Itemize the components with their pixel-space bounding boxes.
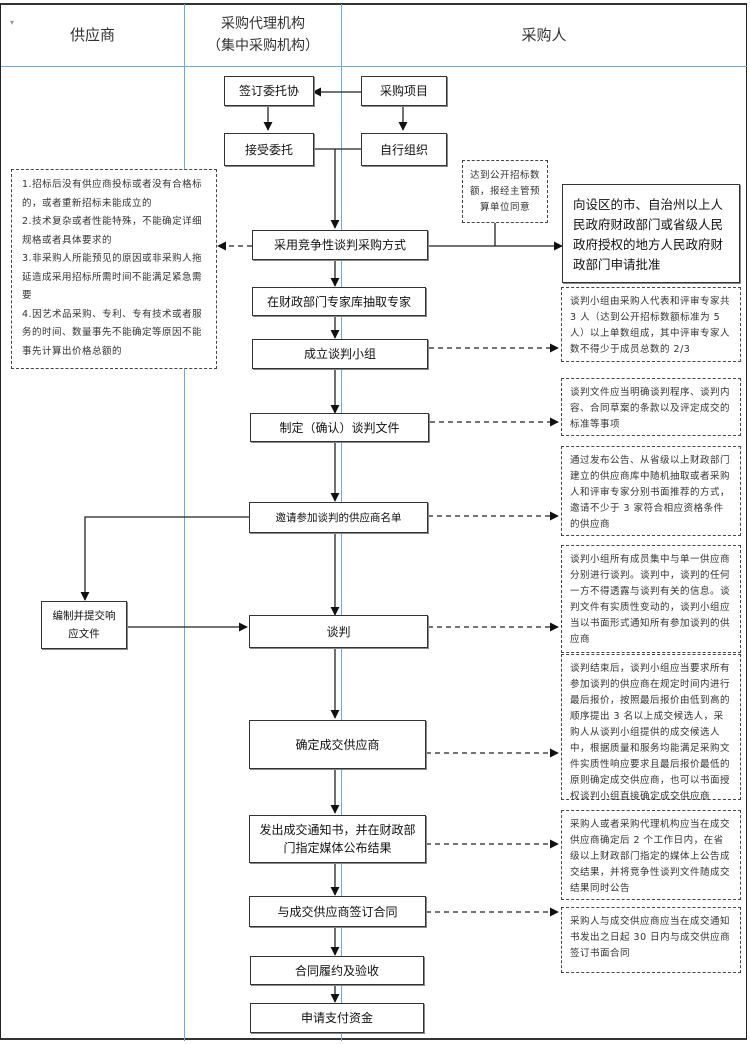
note-team-text: 谈判小组由采购人代表和评审专家共 3 人（达到公开招标数额标准为 5 人）以上单… [570,296,731,355]
lane-divider-supplier-agency [184,4,185,1041]
box-apply-payment[interactable]: 申请支付资金 [250,1003,424,1033]
box-accept-entrust-label: 接受委托 [244,142,293,157]
lane-purchaser-label: 采购人 [521,26,567,44]
box-sign-contract-label: 与成交供应商签订合同 [277,904,398,919]
corner-dropdown-icon: ▾ [10,18,15,27]
lane-supplier-label: 供应商 [69,26,115,44]
note-contract-text: 采购人与成交供应商应当在成交通知书发出之日起 30 日内与成交供应商签订书面合同 [570,916,731,959]
box-self-organize[interactable]: 自行组织 [361,133,447,166]
box-determine-supplier[interactable]: 确定成交供应商 [249,720,426,769]
box-supplier-submit-label: 编制并提交响应文件 [52,610,116,640]
box-adopt-method-label: 采用竞争性谈判采购方式 [273,238,406,252]
lane-agency-label-line2: （集中采购机构） [207,38,319,54]
note-docs-text: 谈判文件应当明确谈判程序、谈判内容、合同草案的条款以及评定成交的标准等事项 [570,387,731,430]
box-issue-notice[interactable]: 发出成交通知书，并在财政部门指定媒体公布结果 [249,815,426,863]
box-invite-list-label: 邀请参加谈判的供应商名单 [275,511,402,524]
note-announce-text: 采购人或者采购代理机构应当在成交供应商确定后 2 个工作日内，在省级以上财政部门… [570,819,731,894]
box-accept-entrust[interactable]: 接受委托 [224,133,314,166]
box-self-organize-label: 自行组织 [379,142,428,157]
box-sign-agreement[interactable]: 签订委托协 [224,76,314,106]
box-invite-list[interactable]: 邀请参加谈判的供应商名单 [249,502,428,533]
box-negotiate[interactable]: 谈判 [249,615,428,648]
box-draw-experts-label: 在财政部门专家库抽取专家 [266,294,411,309]
note-negotiate-text: 谈判小组所有成员集中与单一供应商分别进行谈判。谈判中，谈判的任何一方不得透露与谈… [570,554,731,645]
condition-item-3: 3.非采购人所能预见的原因或非采购人拖延造成采用招标所需时间不能满足紧急需要 [22,253,203,301]
box-sign-agreement-label: 签订委托协 [238,84,299,98]
box-apply-payment-label: 申请支付资金 [300,1011,373,1025]
condition-item-2: 2.技术复杂或者性能特殊，不能确定详细规格或者具体要求的 [22,216,203,246]
box-negotiate-label: 谈判 [326,624,351,639]
note-threshold: 达到公开招标数额，报经主管预算单位同意 [462,160,548,223]
lane-agency-label-line1: 采购代理机构 [221,16,305,32]
note-conditions: 1.招标后没有供应商投标或者没有合格标的，或者重新招标未能成立的 2.技术复杂或… [11,169,217,369]
note-docs: 谈判文件应当明确谈判程序、谈判内容、合同草案的条款以及评定成交的标准等事项 [561,378,741,436]
box-perform-accept-label: 合同履约及验收 [294,963,379,978]
header-divider [1,66,747,67]
note-contract: 采购人与成交供应商应当在成交通知书发出之日起 30 日内与成交供应商签订书面合同 [561,907,741,973]
note-announce: 采购人或者采购代理机构应当在成交供应商确定后 2 个工作日内，在省级以上财政部门… [561,810,741,900]
lane-title-supplier: 供应商 [1,4,184,66]
box-form-team[interactable]: 成立谈判小组 [252,339,428,369]
box-sign-contract[interactable]: 与成交供应商签订合同 [249,896,426,927]
note-determine-text: 谈判结束后，谈判小组应当要求所有参加谈判的供应商在规定时间内进行最后报价，按照最… [570,663,731,802]
box-adopt-method[interactable]: 采用竞争性谈判采购方式 [252,230,428,260]
box-prepare-docs-label: 制定（确认）谈判文件 [279,420,400,435]
box-form-team-label: 成立谈判小组 [303,347,376,361]
note-negotiate: 谈判小组所有成员集中与单一供应商分别进行谈判。谈判中，谈判的任何一方不得透露与谈… [561,545,741,653]
box-determine-supplier-label: 确定成交供应商 [295,737,380,752]
lane-title-agency: 采购代理机构 （集中采购机构） [185,4,341,66]
box-prepare-docs[interactable]: 制定（确认）谈判文件 [250,413,429,442]
box-apply-approval[interactable]: 向设区的市、自治州以上人民政府财政部门或省级人民政府授权的地方人民政府财政部门申… [562,184,740,283]
swimlane-frame [0,3,747,1040]
condition-item-1: 1.招标后没有供应商投标或者没有合格标的，或者重新招标未能成立的 [22,179,203,209]
box-procurement-project-label: 采购项目 [379,84,428,98]
lane-title-purchaser: 采购人 [342,4,746,66]
box-supplier-submit[interactable]: 编制并提交响应文件 [41,601,127,649]
box-perform-accept[interactable]: 合同履约及验收 [250,956,424,985]
note-threshold-text: 达到公开招标数额，报经主管预算单位同意 [469,169,540,213]
note-invite: 通过发布公告、从省级以上财政部门建立的供应商库中随机抽取或者采购人和评审专家分别… [561,446,741,536]
arrow-invite-to-supplier [80,516,249,601]
box-apply-approval-label: 向设区的市、自治州以上人民政府财政部门或省级人民政府授权的地方人民政府财政部门申… [573,197,724,272]
box-procurement-project[interactable]: 采购项目 [361,76,447,106]
note-determine: 谈判结束后，谈判小组应当要求所有参加谈判的供应商在规定时间内进行最后报价，按照最… [561,654,741,802]
note-team: 谈判小组由采购人代表和评审专家共 3 人（达到公开招标数额标准为 5 人）以上单… [561,287,741,362]
condition-item-4: 4.因艺术品采购、专利、专有技术或者服务的时间、数量事先不能确定等原因不能事先计… [22,308,203,357]
box-issue-notice-label: 发出成交通知书，并在财政部门指定媒体公布结果 [259,823,416,855]
note-invite-text: 通过发布公告、从省级以上财政部门建立的供应商库中随机抽取或者采购人和评审专家分别… [570,455,731,530]
box-draw-experts[interactable]: 在财政部门专家库抽取专家 [252,287,426,316]
